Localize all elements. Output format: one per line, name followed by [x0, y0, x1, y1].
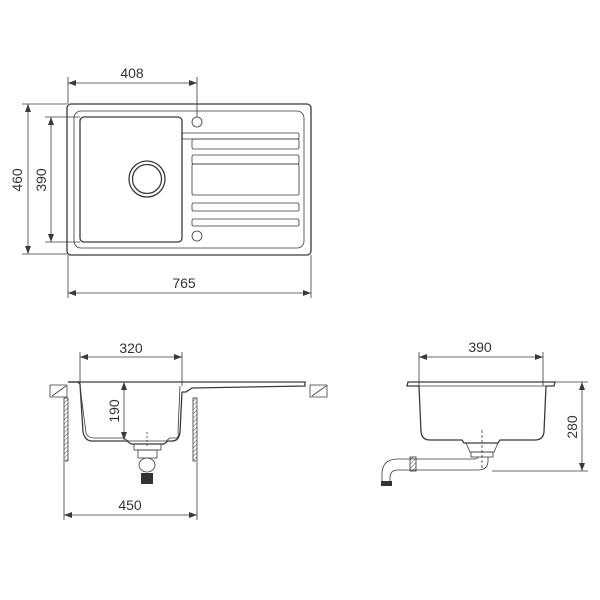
drainer-groove [191, 138, 300, 150]
countertop-left [49, 384, 68, 398]
dimension-label-390-side: 390 [468, 339, 492, 355]
bowl-outline [79, 116, 183, 243]
drainer-grooves [181, 132, 300, 227]
drain-outer [128, 160, 166, 198]
side-section-view: 390 280 [381, 339, 588, 486]
cabinet-wall-left [63, 397, 69, 462]
drainer-profile [68, 381, 306, 393]
drain-inner [131, 163, 163, 195]
waste-pipe [381, 442, 499, 486]
dimension-label-190: 190 [106, 399, 122, 423]
dimension-label-280: 280 [564, 415, 580, 439]
dimension-label-408: 408 [120, 65, 144, 81]
drainer-groove [181, 132, 300, 140]
drainer-groove [191, 202, 300, 212]
drainer-groove [191, 218, 300, 227]
overflow-hole-icon [191, 230, 203, 242]
cabinet-wall-right [192, 397, 198, 462]
drainer-groove [191, 163, 300, 196]
dimension-label-765: 765 [172, 275, 196, 291]
top-view: 408 460 390 765 [9, 65, 312, 298]
waste-fitting [133, 443, 162, 484]
tap-hole-icon [191, 116, 203, 128]
bowl-section-inner [79, 385, 181, 442]
dimension-label-390: 390 [33, 168, 49, 192]
sink-inner-rim [73, 110, 305, 249]
drainer-groove [191, 154, 300, 165]
sink-outline [66, 103, 312, 256]
front-section-view: 320 190 450 [49, 340, 328, 520]
dimension-label-320: 320 [119, 340, 143, 356]
countertop-right [309, 384, 328, 398]
dimension-label-450: 450 [118, 497, 142, 513]
dimension-label-460: 460 [9, 168, 25, 192]
bowl-section-side [406, 381, 556, 444]
bowl-section-outer [68, 381, 183, 445]
